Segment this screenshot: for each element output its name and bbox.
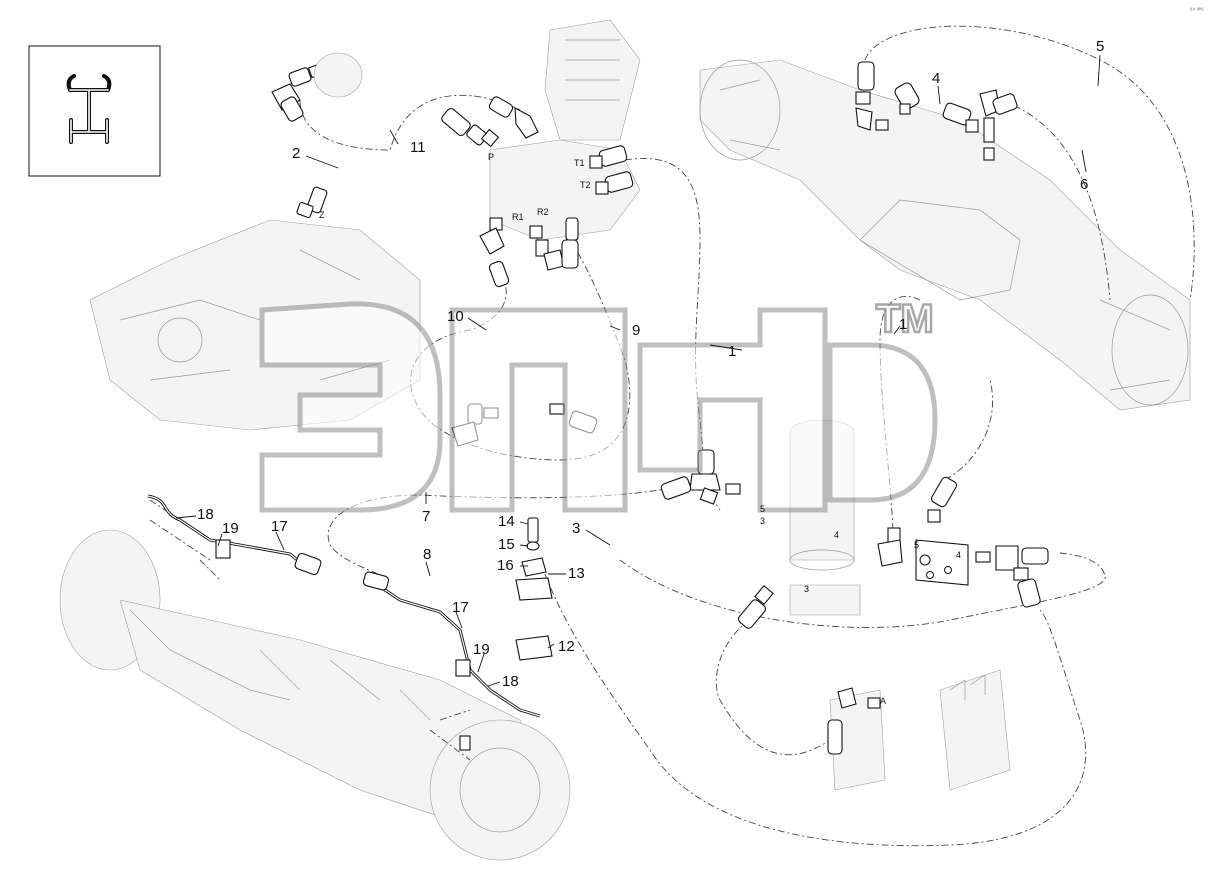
- callout-7: 7: [422, 508, 430, 525]
- fittings: [147, 52, 1049, 755]
- callout-14: 14: [498, 513, 515, 530]
- callout-6: 6: [1080, 176, 1088, 193]
- callout-labels: 1 2 3 4 5 6 7 8 9 10 11 12 13 14 15 16 1…: [197, 38, 1104, 690]
- fitting-z: [296, 186, 328, 219]
- port-5-right: 5: [914, 540, 919, 550]
- port-5-center: 5: [760, 504, 765, 514]
- port-3-lower: 3: [804, 584, 809, 594]
- elbow-fitting-top-left: [271, 52, 363, 122]
- control-valve-ghost: [829, 669, 1011, 791]
- steel-pipes: [147, 494, 541, 718]
- fitting-p: [441, 107, 500, 148]
- port-z: Z: [319, 210, 325, 220]
- clamp-assembly: [515, 517, 553, 661]
- leader-lines: [175, 54, 1101, 687]
- port-r2: R2: [537, 207, 549, 217]
- fitting-r1-r2: [479, 217, 579, 288]
- port-t1: T1: [574, 158, 585, 168]
- callout-1-right: 1: [899, 316, 907, 333]
- front-axle-ghost: [59, 529, 571, 861]
- callout-4: 4: [932, 70, 940, 87]
- callout-1: 1: [728, 343, 736, 360]
- watermark-logo: TM: [259, 296, 938, 513]
- fitting-elbow-top: [488, 96, 539, 139]
- fitting-tee-center: [660, 449, 741, 505]
- callout-5: 5: [1096, 38, 1104, 55]
- callout-10: 10: [447, 308, 464, 325]
- drawing-code: ⁸⁹ ³⁰⁹: [1190, 7, 1204, 14]
- port-a: A: [880, 696, 886, 706]
- transmission-ghost: [89, 219, 421, 431]
- fitting-right-center: [877, 476, 1049, 608]
- fitting-lower-center: [737, 585, 774, 629]
- port-p: P: [488, 152, 494, 162]
- callout-8: 8: [423, 546, 431, 563]
- callout-17-upper: 17: [271, 518, 288, 535]
- callout-19-lower: 19: [473, 641, 490, 658]
- callout-11: 11: [410, 139, 426, 156]
- callout-18-upper: 18: [197, 506, 214, 523]
- valve-block-ghost: [489, 19, 641, 241]
- callout-13: 13: [568, 565, 585, 582]
- callout-19-upper: 19: [222, 520, 239, 537]
- callout-3: 3: [572, 520, 580, 537]
- fitting-a: [827, 687, 881, 755]
- fitting-t1-t2: [589, 145, 634, 195]
- callout-9: 9: [632, 322, 640, 339]
- rear-axle-ghost: [699, 59, 1191, 411]
- fitting-top-right: [855, 61, 1018, 161]
- port-labels: P Z T1 T2 R1 R2 A 5 3 4 5 4 3: [319, 152, 961, 706]
- callout-2: 2: [292, 145, 300, 162]
- callout-17-lower: 17: [452, 599, 469, 616]
- fitting-lower-left: [459, 735, 471, 751]
- port-4-right: 4: [956, 550, 961, 560]
- port-r1: R1: [512, 212, 524, 222]
- callout-12: 12: [558, 638, 575, 655]
- watermark-tm: TM: [876, 297, 934, 341]
- callout-18-lower: 18: [502, 673, 519, 690]
- callout-16: 16: [497, 557, 514, 574]
- axle-symbol-box: [28, 45, 161, 177]
- port-3-center: 3: [760, 516, 765, 526]
- callout-15: 15: [498, 536, 515, 553]
- port-4-center: 4: [834, 530, 839, 540]
- port-t2: T2: [580, 180, 591, 190]
